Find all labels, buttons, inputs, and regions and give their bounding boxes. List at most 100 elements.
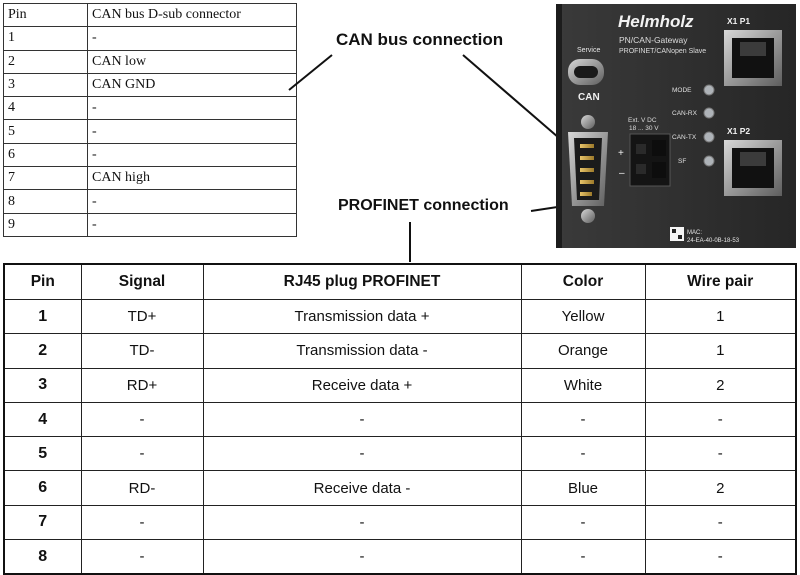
dsub-pins <box>580 144 594 196</box>
can-table-pin-cell: 3 <box>3 72 88 98</box>
port-label-x1p1: X1 P1 <box>727 16 750 26</box>
profinet-cell-wire-pair: - <box>644 436 797 472</box>
status-leds <box>703 84 715 167</box>
device-model-line2: PROFINET/CANopen Slave <box>619 48 706 55</box>
profinet-table-header-row: Pin Signal RJ45 plug PROFINET Color Wire… <box>3 263 797 300</box>
profinet-table-row: 8---- <box>3 539 797 575</box>
mac-address: 24-EA-40-0B-18-53 <box>687 238 740 244</box>
profinet-header-pin: Pin <box>3 263 82 300</box>
profinet-cell-color: White <box>520 367 646 403</box>
profinet-cell-wire-pair: 2 <box>644 470 797 506</box>
service-usb-opening <box>574 66 598 78</box>
led-can-rx <box>703 107 715 119</box>
profinet-cell-plug: Receive data + <box>202 367 522 403</box>
profinet-cell-color: - <box>520 539 646 575</box>
profinet-cell-signal: - <box>80 539 204 575</box>
mac-label: MAC: <box>687 230 702 236</box>
device-model-line1: PN/CAN-Gateway <box>619 35 688 45</box>
profinet-cell-plug: Transmission data - <box>202 333 522 369</box>
profinet-cell-signal: - <box>80 504 204 541</box>
profinet-cell-signal: RD+ <box>80 367 204 403</box>
profinet-cell-signal: - <box>80 401 204 438</box>
can-table-pin-cell: 5 <box>3 119 88 144</box>
profinet-cell-color: - <box>520 504 646 541</box>
profinet-header-signal: Signal <box>80 263 204 300</box>
profinet-header-plug: RJ45 plug PROFINET <box>202 263 522 300</box>
can-table-value-cell: CAN high <box>87 166 297 191</box>
profinet-cell-pin: 7 <box>3 504 82 541</box>
device-left-edge <box>556 4 562 248</box>
can-table-value-cell: - <box>87 212 297 237</box>
profinet-cell-pin: 8 <box>3 539 82 575</box>
led-label-can-tx: CAN-TX <box>672 134 697 141</box>
can-table-header-row: Pin CAN bus D-sub connector <box>3 2 297 28</box>
profinet-cell-plug: - <box>202 436 522 472</box>
profinet-cell-color: Orange <box>520 333 646 369</box>
profinet-cell-plug: Transmission data + <box>202 298 522 335</box>
can-table-value-cell: CAN low <box>87 49 297 74</box>
profinet-cell-wire-pair: 1 <box>644 333 797 369</box>
profinet-cell-signal: TD- <box>80 333 204 369</box>
led-mode <box>703 84 715 96</box>
profinet-cell-color: Blue <box>520 470 646 506</box>
profinet-cell-pin: 4 <box>3 401 82 438</box>
led-label-sf: SF <box>678 158 686 165</box>
power-terminal-slot-1 <box>636 144 646 154</box>
led-sf <box>703 155 715 167</box>
power-minus-icon: – <box>619 168 625 179</box>
rj45-contacts-x1p2 <box>740 152 766 166</box>
profinet-cell-wire-pair: 2 <box>644 367 797 403</box>
can-table-pin-header: Pin <box>3 2 88 28</box>
power-terminal-screw-1 <box>652 140 666 156</box>
can-table-row: 9- <box>3 212 297 237</box>
profinet-cell-color: - <box>520 436 646 472</box>
can-table-row: 8- <box>3 189 297 214</box>
profinet-cell-wire-pair: - <box>644 401 797 438</box>
power-label-line1: Ext. V DC <box>628 117 657 124</box>
can-table-row: 5- <box>3 119 297 144</box>
can-table-pin-cell: 6 <box>3 142 88 168</box>
can-callout-line-to-table <box>288 54 333 91</box>
profinet-header-wire-pair: Wire pair <box>644 263 797 300</box>
can-table-row: 4- <box>3 96 297 121</box>
dsub-screw-top <box>581 115 595 129</box>
led-label-can-rx: CAN-RX <box>672 110 698 117</box>
can-table-value-cell: CAN GND <box>87 72 297 98</box>
profinet-cell-plug: - <box>202 539 522 575</box>
profinet-pin-table: Pin Signal RJ45 plug PROFINET Color Wire… <box>3 263 797 575</box>
service-label: Service <box>577 47 600 54</box>
profinet-cell-pin: 1 <box>3 298 82 335</box>
profinet-cell-plug: - <box>202 401 522 438</box>
profinet-cell-color: Yellow <box>520 298 646 335</box>
profinet-cell-wire-pair: - <box>644 504 797 541</box>
gateway-device-illustration: Helmholz PN/CAN-Gateway PROFINET/CANopen… <box>556 4 796 248</box>
power-plus-icon: + <box>618 148 624 159</box>
can-table-pin-cell: 9 <box>3 212 88 237</box>
gateway-device-photo: Helmholz PN/CAN-Gateway PROFINET/CANopen… <box>556 4 796 248</box>
power-label-line2: 18 ... 30 V <box>629 125 659 132</box>
profinet-header-color: Color <box>520 263 646 300</box>
can-bus-callout: CAN bus connection <box>336 30 504 49</box>
profinet-table-row: 7---- <box>3 504 797 541</box>
can-table-title-header: CAN bus D-sub connector <box>87 2 297 28</box>
port-label-x1p2: X1 P2 <box>727 126 750 136</box>
profinet-cell-plug: Receive data - <box>202 470 522 506</box>
profinet-table-row: 5---- <box>3 436 797 472</box>
profinet-cell-pin: 3 <box>3 367 82 403</box>
profinet-cell-color: - <box>520 401 646 438</box>
profinet-cell-pin: 5 <box>3 436 82 472</box>
profinet-cell-wire-pair: - <box>644 539 797 575</box>
profinet-cell-signal: RD- <box>80 470 204 506</box>
power-terminal-screw-2 <box>652 162 666 178</box>
rj45-contacts-x1p1 <box>740 42 766 56</box>
dsub-screw-bottom <box>581 209 595 223</box>
power-terminal-slot-2 <box>636 164 646 174</box>
